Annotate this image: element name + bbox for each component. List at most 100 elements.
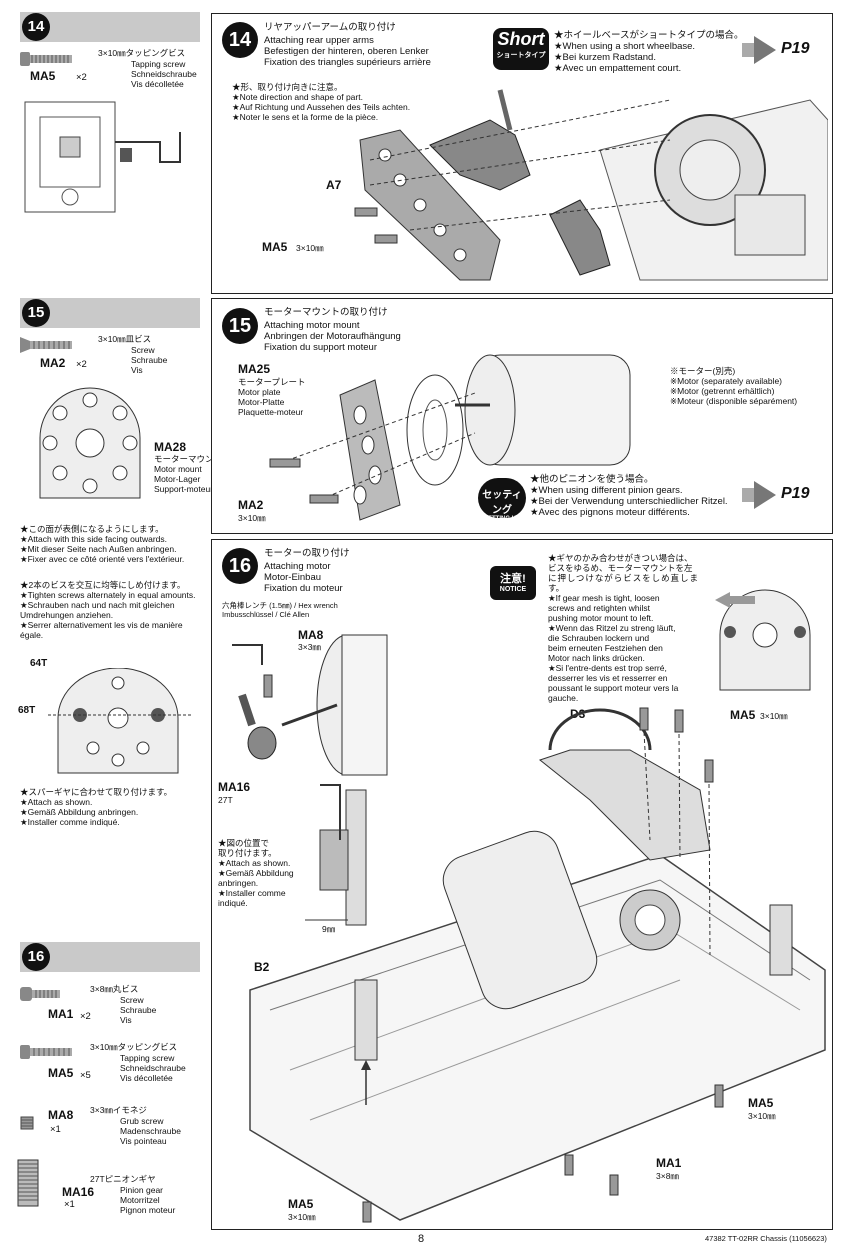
step-16-b2-left: B2 (254, 960, 270, 974)
pinion-position-diagram (305, 784, 367, 926)
step-14-page-ref[interactable]: P19 (781, 40, 810, 57)
step-16-title-ja: モーターの取り付け (264, 548, 350, 559)
page-number: 8 (418, 1233, 425, 1245)
step-16-ma5-bottom: MA5 (288, 1197, 314, 1211)
sidebar-14-diagram (24, 101, 181, 213)
sidebar-14-qty: ×2 (76, 72, 87, 83)
ref-arrow-icon (754, 36, 776, 64)
sidebar-15-notes-3: ★スパーギヤに合わせて取り付けます。★Attach as shown.★Gemä… (20, 787, 173, 827)
notice-text: ★ギヤのかみ合わせがきつい場合は、ビスをゆるめ、モーターマウントを左に押しつけな… (548, 553, 698, 703)
label-68t: 68T (18, 705, 36, 716)
sidebar-16-ma5-qty: ×5 (80, 1070, 91, 1081)
step-15-ma25-label: MA25 (238, 362, 271, 376)
step-15-page-ref[interactable]: P19 (781, 485, 810, 502)
grub-screw-icon (20, 1116, 34, 1130)
notice-badge: 注意! NOTICE (490, 566, 536, 600)
ref-arrow-icon-2 (754, 481, 776, 509)
step-16-ma5-bottom-size: 3×10㎜ (288, 1212, 316, 1222)
short-type-badge: Short ショートタイプ (493, 28, 549, 70)
sidebar-16-ma8-code: MA8 (48, 1108, 74, 1122)
step-15-ma2-size: 3×10㎜ (238, 513, 266, 523)
step-16-ma5-top-size: 3×10㎜ (760, 711, 788, 721)
step-15-motor-notes: ※モーター(別売)※Motor (separately available)※M… (670, 366, 798, 406)
sidebar-16-ma1-size: 3×8㎜丸ビス (90, 984, 139, 994)
sidebar-14-size-ja: 3×10㎜タッピングビス (98, 48, 186, 58)
sidebar-16-ma16-code: MA16 (62, 1185, 95, 1199)
step-16-ma5-right-size: 3×10㎜ (748, 1111, 776, 1121)
step-15-number: 15 (222, 308, 258, 344)
sidebar-15-part-code: MA2 (40, 356, 66, 370)
footer-product-code: 47382 TT-02RR Chassis (11056623) (705, 1234, 827, 1243)
sidebar-16-ma1-code: MA1 (48, 1007, 74, 1021)
step-15-title-ja: モーターマウントの取り付け (264, 307, 388, 318)
step-16-dim: 9㎜ (322, 924, 336, 934)
sidebar-14-step-number: 14 (22, 13, 50, 41)
sidebar-16-ma16-size: 27Tピニオンギヤ (90, 1174, 156, 1184)
sidebar-16-ma5-code: MA5 (48, 1066, 74, 1080)
step-14-ma5-size: 3×10㎜ (296, 243, 324, 253)
sidebar-16-ma1-qty: ×2 (80, 1011, 91, 1022)
sidebar-15-size-ja: 3×10㎜皿ビス (98, 334, 152, 344)
step-14-a7-label: A7 (326, 178, 342, 192)
sidebar-16-ma5-size: 3×10㎜タッピングビス (90, 1042, 178, 1052)
step-16-ma16-label: MA16 (218, 780, 251, 794)
step-14-number: 14 (222, 22, 258, 58)
sidebar-15-notes-2: ★2本のビスを交互に均等にしめ付けます。★Tighten screws alte… (20, 580, 196, 640)
step-15-assembly-diagram (269, 354, 631, 521)
step-14-title-ja: リヤアッパーアームの取り付け (264, 22, 396, 33)
sidebar-16-ma8-size: 3×3㎜イモネジ (90, 1105, 147, 1115)
step-16-ma5-right: MA5 (748, 1096, 774, 1110)
step-16-ma8-size: 3×3㎜ (298, 642, 321, 652)
sidebar-15-step-number: 15 (22, 299, 50, 327)
flat-screw-icon (20, 337, 72, 353)
sidebar-16-header (20, 942, 200, 972)
sidebar-14-header (20, 12, 200, 42)
step-16-chassis-diagram (249, 707, 826, 1223)
sidebar-16-ma8-qty: ×1 (50, 1124, 61, 1135)
attach-as-shown-notes: ★図の位置で取り付けます。★Attach as shown.★Gemäß Abb… (218, 838, 294, 908)
step-14-assembly-diagram (354, 89, 828, 281)
round-screw-icon (20, 987, 60, 1001)
setting-up-badge: セッティング SETTING UP (478, 478, 526, 522)
pinion-gear-icon (17, 1159, 39, 1207)
tapping-screw-icon-2 (20, 1045, 72, 1059)
ref-arrow-bar-2 (742, 488, 754, 502)
sidebar-15-header (20, 298, 200, 328)
sidebar-15-qty: ×2 (76, 359, 87, 370)
step-15-ma2-label: MA2 (238, 498, 264, 512)
spur-alignment-diagram (48, 668, 193, 774)
sidebar-ma28-label: MA28 (154, 440, 187, 454)
motor-pinion-diagram (232, 634, 388, 776)
step-16-number: 16 (222, 548, 258, 584)
notice-mount-diagram (715, 589, 811, 691)
tapping-screw-icon (20, 52, 72, 66)
step-14-ma5-label: MA5 (262, 240, 288, 254)
step-16-ma16-t: 27T (218, 795, 233, 805)
step-14-notes: ★形、取り付け向きに注意。★Note direction and shape o… (232, 82, 411, 122)
motor-mount-diagram (39, 387, 141, 499)
sidebar-16-ma16-qty: ×1 (64, 1199, 75, 1210)
step-16-ma5-top-label: MA5 (730, 708, 756, 722)
step-16-ma1-size: 3×8㎜ (656, 1171, 679, 1181)
sidebar-15-notes-1: ★この面が表側になるようにします。★Attach with this side … (20, 524, 185, 564)
step-16-ma1-label: MA1 (656, 1156, 682, 1170)
step-16-ma8-label: MA8 (298, 628, 324, 642)
label-64t: 64T (30, 658, 48, 669)
sidebar-16-step-number: 16 (22, 943, 50, 971)
ref-arrow-bar (742, 43, 754, 57)
setting-up-notes: ★他のピニオンを使う場合。★When using different pinio… (530, 474, 728, 518)
short-type-notes: ★ホイールベースがショートタイプの場合。★When using a short … (554, 30, 744, 74)
sidebar-14-part-code: MA5 (30, 69, 56, 83)
